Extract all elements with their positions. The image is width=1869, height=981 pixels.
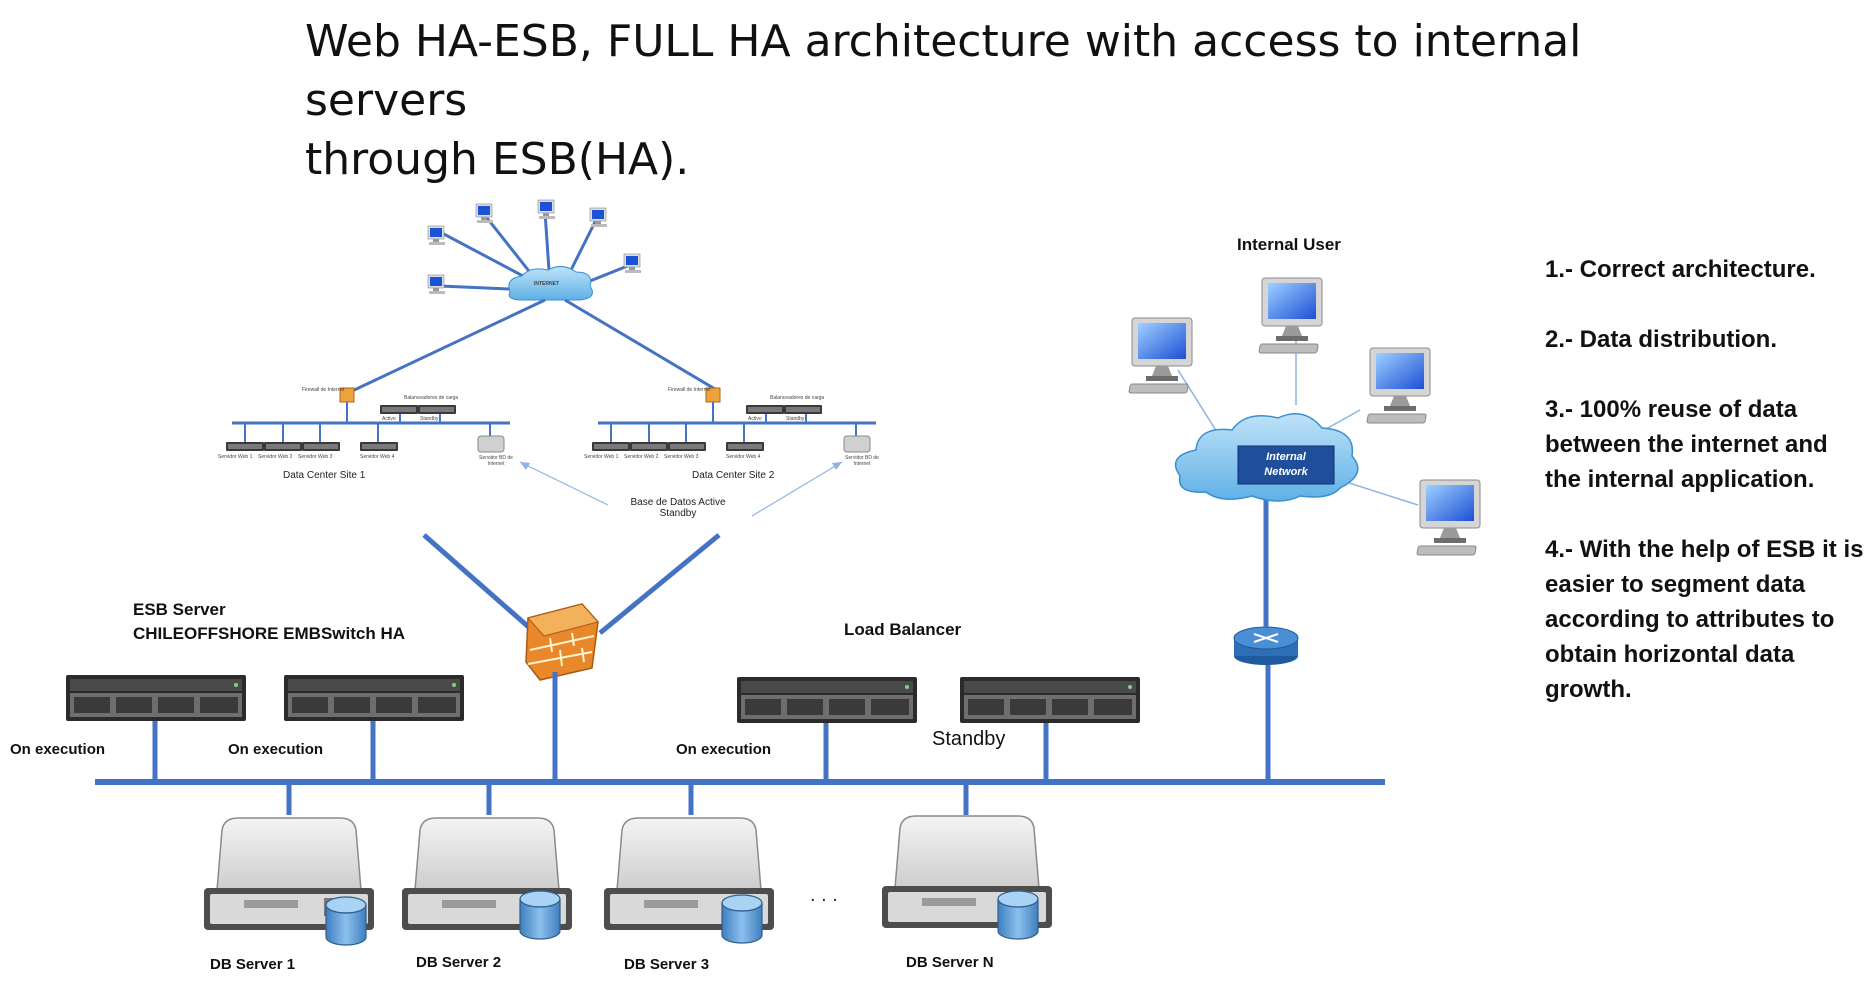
site1-server-1: Servidor Web 1 <box>218 454 253 460</box>
db-server-3-icon <box>603 817 775 944</box>
notes-list: 1.- Correct architecture. 2.- Data distr… <box>1545 252 1867 707</box>
esb-server-1-state: On execution <box>10 741 106 758</box>
internal-user-pc-3 <box>1366 347 1431 424</box>
esb-server-1 <box>66 675 246 721</box>
internal-network-label-line-1: Internal <box>1266 451 1306 463</box>
load-balancer-title: Load Balancer <box>844 620 962 639</box>
site2-balancer-active: Activo <box>748 416 762 422</box>
site2-server-4: Servidor Web 4 <box>726 454 761 460</box>
db-replication-arrows <box>519 461 843 517</box>
firewall-icon <box>525 603 599 681</box>
db-server-1-label: DB Server 1 <box>210 956 296 973</box>
data-center-site-2 <box>592 387 876 453</box>
note-2: 2.- Data distribution. <box>1545 326 1778 353</box>
internal-user-pc-1 <box>1128 317 1193 394</box>
internet-to-site2-link <box>564 298 721 394</box>
internal-network-cloud-icon <box>1174 413 1359 502</box>
db-server-2-icon <box>401 817 573 940</box>
internet-to-site1-link <box>349 298 546 394</box>
site1-server-4: Servidor Web 4 <box>360 454 395 460</box>
esb-server-2 <box>284 675 464 721</box>
site2-balancer-standby: Standby <box>786 416 805 422</box>
note-3: 3.- 100% reuse of data between the inter… <box>1545 396 1828 493</box>
site1-balancer-standby: Standby <box>420 416 439 422</box>
internal-user-pc-4 <box>1416 479 1481 556</box>
internet-cloud-icon <box>508 266 593 301</box>
page-title-line-2: through ESB(HA). <box>305 134 690 185</box>
db-replication-label: Base de Datos Active Standby <box>598 497 758 519</box>
esb-server-title-line-1: ESB Server <box>133 600 226 619</box>
site1-to-firewall-link <box>422 533 534 632</box>
router-icon <box>1233 626 1299 665</box>
internet-cloud-label: INTERNET <box>534 281 559 287</box>
db-replication-line-1: Base de Datos Active <box>630 497 726 508</box>
site2-to-firewall-link <box>598 533 721 635</box>
site1-server-3: Servidor Web 3 <box>298 454 333 460</box>
db-replication-line-2: Standby <box>659 508 697 519</box>
note-1: 1.- Correct architecture. <box>1545 256 1816 283</box>
note-4: 4.- With the help of ESB it is easier to… <box>1545 536 1864 703</box>
internal-network-label-line-2: Network <box>1264 466 1308 478</box>
site2-db-label: Servidor BD de Internet <box>845 455 879 467</box>
site1-balancer-label: Balanceadores de carga <box>404 395 459 401</box>
load-balancer-server-2 <box>960 677 1140 723</box>
site1-label: Data Center Site 1 <box>283 470 366 481</box>
site1-db-label: Servidor BD de Internet <box>479 455 513 467</box>
load-balancer-server-2-state: Standby <box>932 728 1006 750</box>
site1-balancer-active: Activo <box>382 416 396 422</box>
internal-user-pc-2 <box>1258 277 1323 354</box>
site2-server-2: Servidor Web 2 <box>624 454 659 460</box>
site2-label: Data Center Site 2 <box>692 470 775 481</box>
page-title: Web HA-ESB, FULL HA architecture with ac… <box>305 12 1705 189</box>
db-servers-ellipsis: . . . <box>810 884 838 906</box>
esb-server-title-line-2: CHILEOFFSHORE EMBSwitch HA <box>133 624 406 643</box>
db-server-3-label: DB Server 3 <box>624 956 710 973</box>
db-server-n-icon <box>881 815 1053 940</box>
data-center-site-1 <box>226 387 510 453</box>
site2-server-3: Servidor Web 3 <box>664 454 699 460</box>
site2-firewall-label: Firewall de Internet <box>668 387 711 393</box>
site2-balancer-label: Balanceadores de carga <box>770 395 825 401</box>
internal-user-label: Internal User <box>1237 235 1341 254</box>
load-balancer-server-1 <box>737 677 917 723</box>
esb-server-title: ESB Server CHILEOFFSHORE EMBSwitch HA <box>133 598 405 646</box>
site2-server-1: Servidor Web 1 <box>584 454 619 460</box>
page-title-line-1: Web HA-ESB, FULL HA architecture with ac… <box>305 16 1582 126</box>
load-balancer-server-1-state: On execution <box>676 741 772 758</box>
internal-network-label: Internal Network <box>1240 450 1332 480</box>
site1-server-2: Servidor Web 2 <box>258 454 293 460</box>
site1-firewall-label: Firewall de Internet <box>302 387 345 393</box>
db-server-2-label: DB Server 2 <box>416 954 502 971</box>
db-server-1-icon <box>203 817 375 946</box>
db-server-n-label: DB Server N <box>906 954 994 971</box>
esb-server-2-state: On execution <box>228 741 324 758</box>
